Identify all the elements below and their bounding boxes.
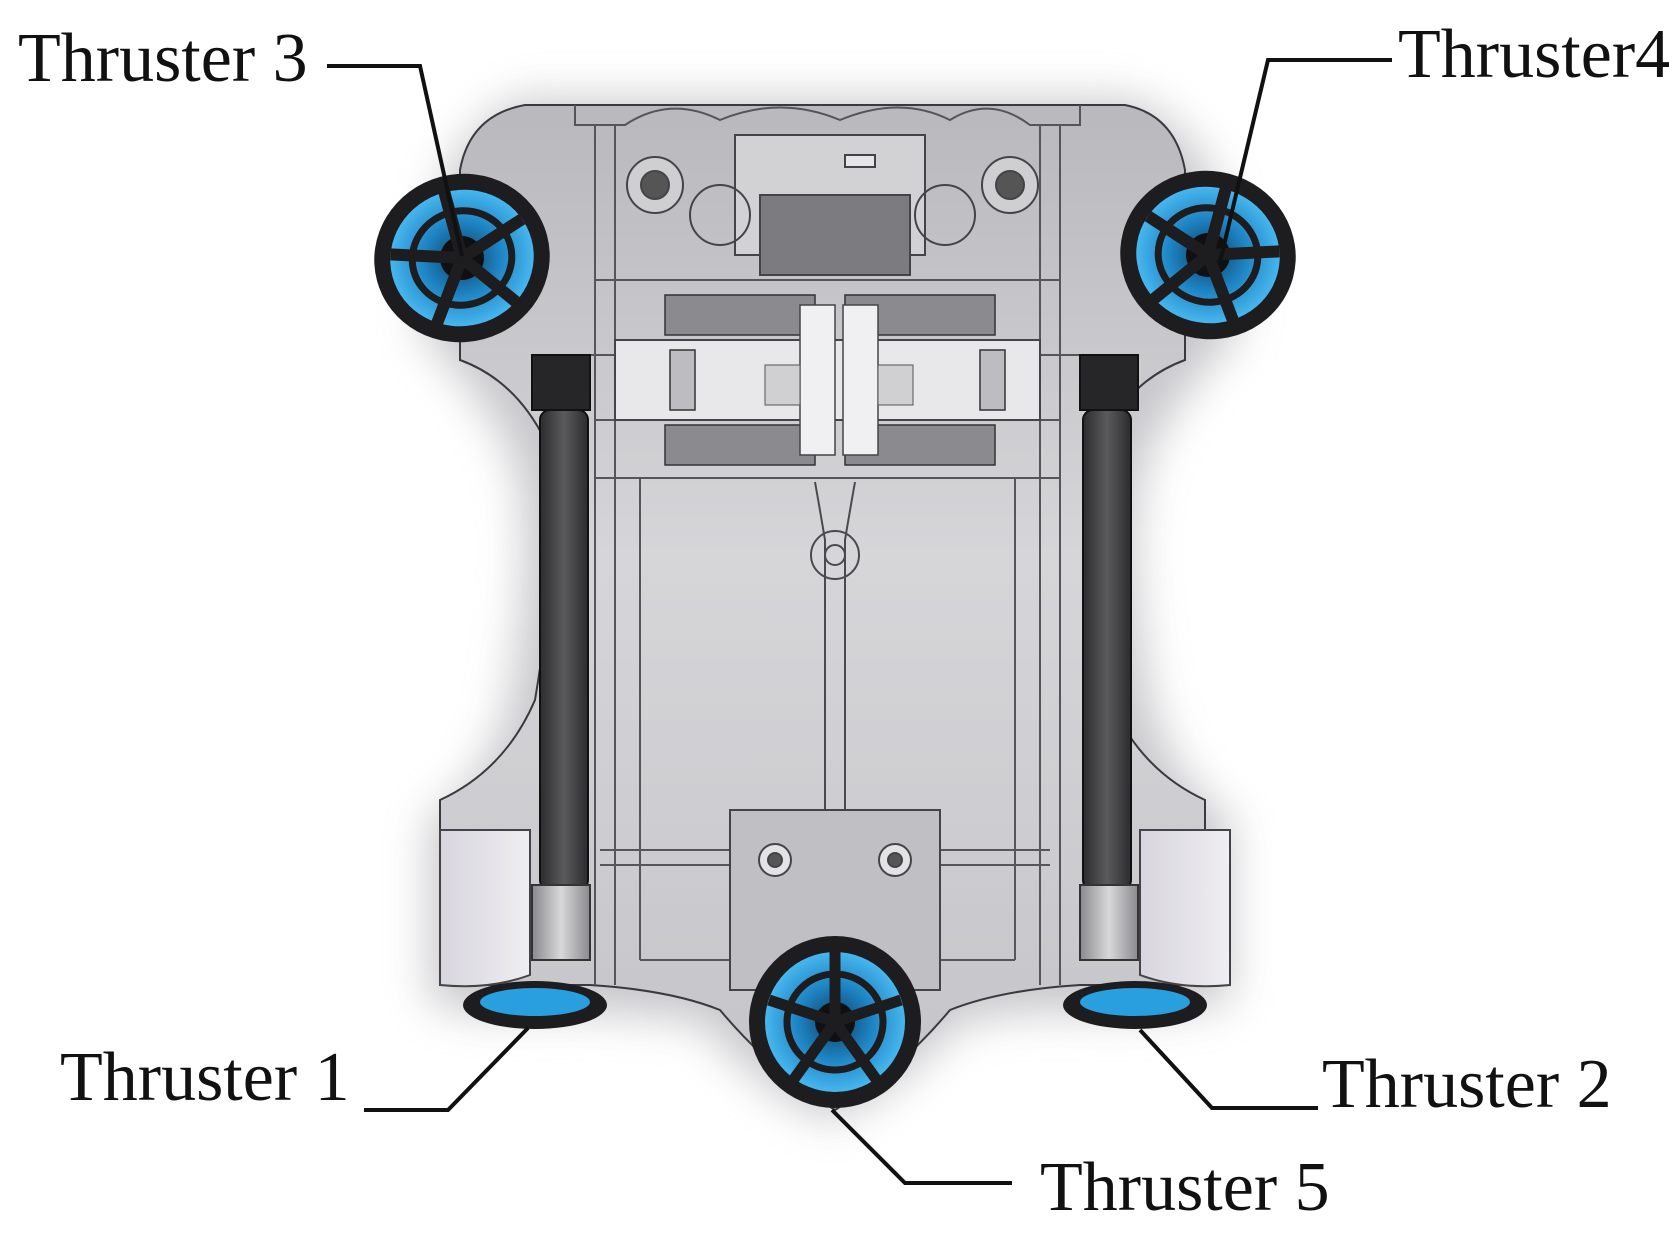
left-lower-pod [439,829,531,988]
thruster-1 [463,981,607,1029]
thruster-2 [1063,981,1207,1029]
label-thruster-2: Thruster 2 [1322,1046,1612,1123]
thruster-4 [1120,170,1296,340]
top-edge [574,105,1081,126]
leader-thruster-4 [1218,58,1392,263]
leader-thruster-2 [1138,1028,1318,1110]
right-lower-pod [1139,829,1231,988]
label-thruster-1: Thruster 1 [60,1039,350,1116]
cross-tube [614,294,1041,466]
right-battery [1079,354,1139,961]
leader-thruster-3 [327,64,464,257]
center-channel [810,481,860,1060]
thruster-3 [374,173,550,343]
lower-center-housing [729,809,941,991]
leader-thruster-5 [830,1108,1012,1185]
label-thruster-3: Thruster 3 [18,20,308,97]
leader-thruster-1 [364,1026,530,1112]
thruster-5 [749,936,921,1108]
left-battery [531,354,591,961]
label-thruster-5: Thruster 5 [1040,1149,1330,1226]
top-housing [626,134,1039,276]
label-thruster-4: Thruster4 [1398,16,1669,93]
leader-lines [327,58,1392,1185]
